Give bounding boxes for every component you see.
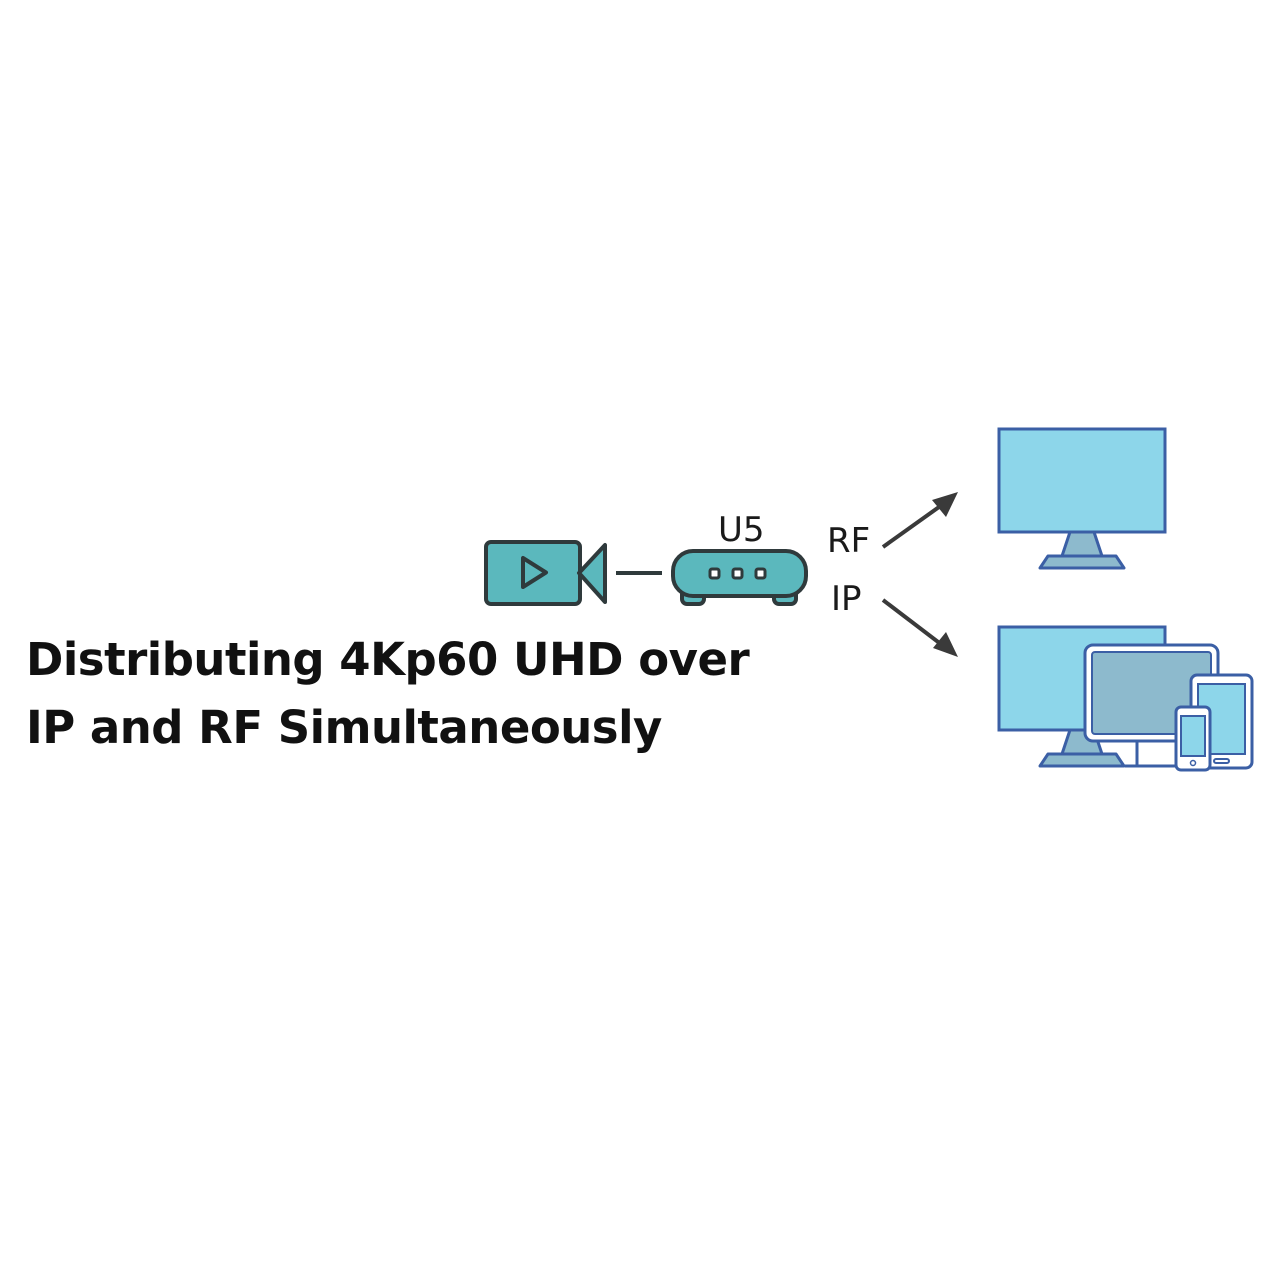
monitor-icon <box>997 427 1167 570</box>
encoder-box-icon <box>671 549 808 606</box>
headline-line-2: IP and RF Simultaneously <box>26 701 662 754</box>
ip-label: IP <box>831 579 862 619</box>
ip-arrow <box>881 598 958 657</box>
rf-arrow <box>881 492 958 549</box>
headline-line-1: Distributing 4Kp60 UHD over <box>26 633 750 686</box>
device-label: U5 <box>718 510 765 550</box>
rf-label: RF <box>827 521 870 561</box>
multi-device-icon <box>997 625 1254 772</box>
headline: Distributing 4Kp60 UHD over IP and RF Si… <box>26 626 750 762</box>
video-camera-icon <box>484 540 607 606</box>
